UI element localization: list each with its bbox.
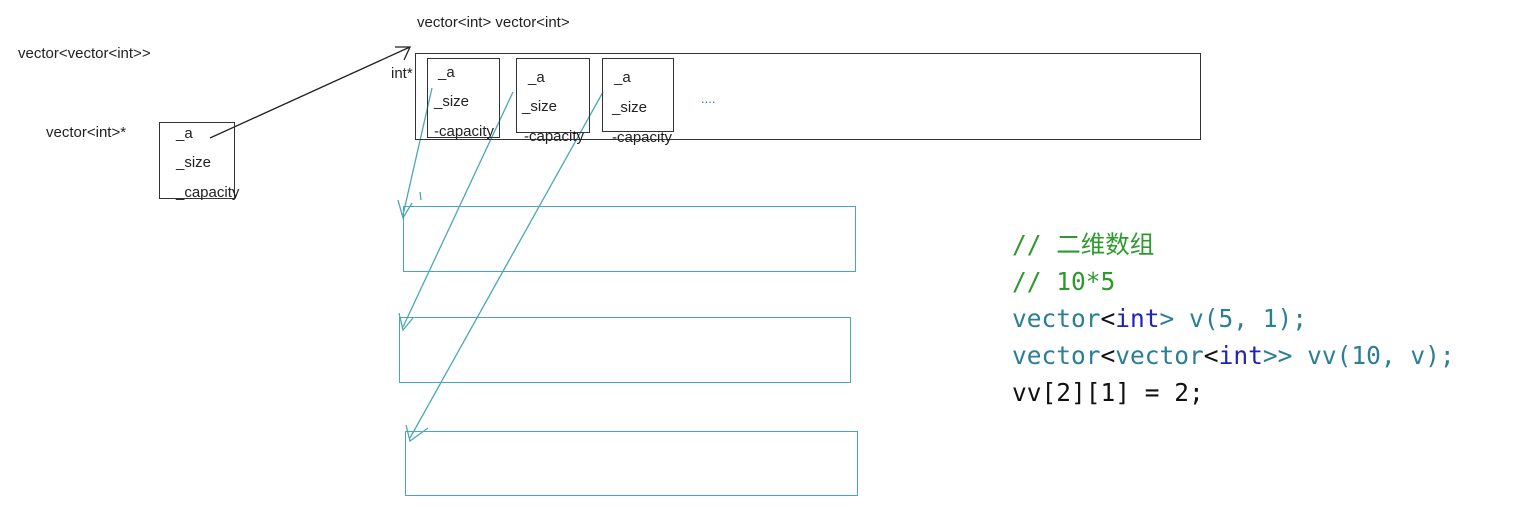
row-buffer-3 xyxy=(405,431,858,496)
inner-vector-box-3 xyxy=(602,58,674,132)
inner3-field-a: _a xyxy=(614,69,631,86)
code-token: vector xyxy=(1012,341,1101,370)
code-token: < xyxy=(1203,341,1219,370)
inner1-field-size: _size xyxy=(434,93,470,110)
code-token: vector xyxy=(1115,341,1204,370)
outer-field-capacity: _capacity xyxy=(176,184,240,201)
outer-pointer-label: vector<int>* xyxy=(46,124,127,141)
teal-arrow-3 xyxy=(409,91,604,439)
teal-arrowhead-2 xyxy=(398,312,414,332)
code-block: // 二维数组 // 10*5 vector<int> v(5, 1); vec… xyxy=(1012,226,1455,411)
inner3-field-size: _size xyxy=(612,99,648,116)
code-keyword: int xyxy=(1218,341,1263,370)
outer-field-size: _size xyxy=(176,154,212,171)
teal-arrowhead-3 xyxy=(405,424,429,443)
top-vectors-label: vector<int> vector<int> xyxy=(417,14,570,31)
code-keyword: int xyxy=(1115,304,1160,333)
code-line-1: vector<int> v(5, 1); xyxy=(1012,300,1455,337)
ellipsis: .... xyxy=(701,91,716,106)
inner2-field-a: _a xyxy=(528,69,545,86)
inner3-field-capacity: -capacity xyxy=(612,129,673,146)
inner-vector-box-1 xyxy=(427,58,500,138)
code-line-3: vv[2][1] = 2; xyxy=(1012,378,1204,407)
inner2-field-size: _size xyxy=(522,98,558,115)
inner1-field-capacity: -capacity xyxy=(434,123,495,140)
code-token: vector xyxy=(1012,304,1101,333)
row-buffer-2 xyxy=(399,317,851,383)
code-line-2: vector<vector<int>> vv(10, v); xyxy=(1012,337,1455,374)
inner2-field-capacity: -capacity xyxy=(524,128,585,145)
teal-arrow-2 xyxy=(402,91,514,328)
outer-pointer-arrowhead xyxy=(395,46,412,61)
code-comment-2: // 10*5 xyxy=(1012,267,1116,296)
int-pointer-label: int* xyxy=(391,65,413,82)
inner-vector-array xyxy=(415,53,1201,140)
outer-vector-box xyxy=(159,122,235,199)
inner1-field-a: _a xyxy=(438,64,455,81)
row-buffer-1 xyxy=(403,206,856,272)
outer-type-label: vector<vector<int>> xyxy=(18,45,151,62)
code-comment-1: // 二维数组 xyxy=(1012,230,1155,259)
inner-vector-box-2 xyxy=(516,58,590,133)
code-token: < xyxy=(1100,304,1116,333)
outer-pointer-arrow xyxy=(209,46,411,139)
code-token: < xyxy=(1100,341,1116,370)
code-token: >> vv(10, v); xyxy=(1262,341,1455,370)
code-token: > v(5, 1); xyxy=(1159,304,1308,333)
outer-field-a: _a xyxy=(176,125,193,142)
